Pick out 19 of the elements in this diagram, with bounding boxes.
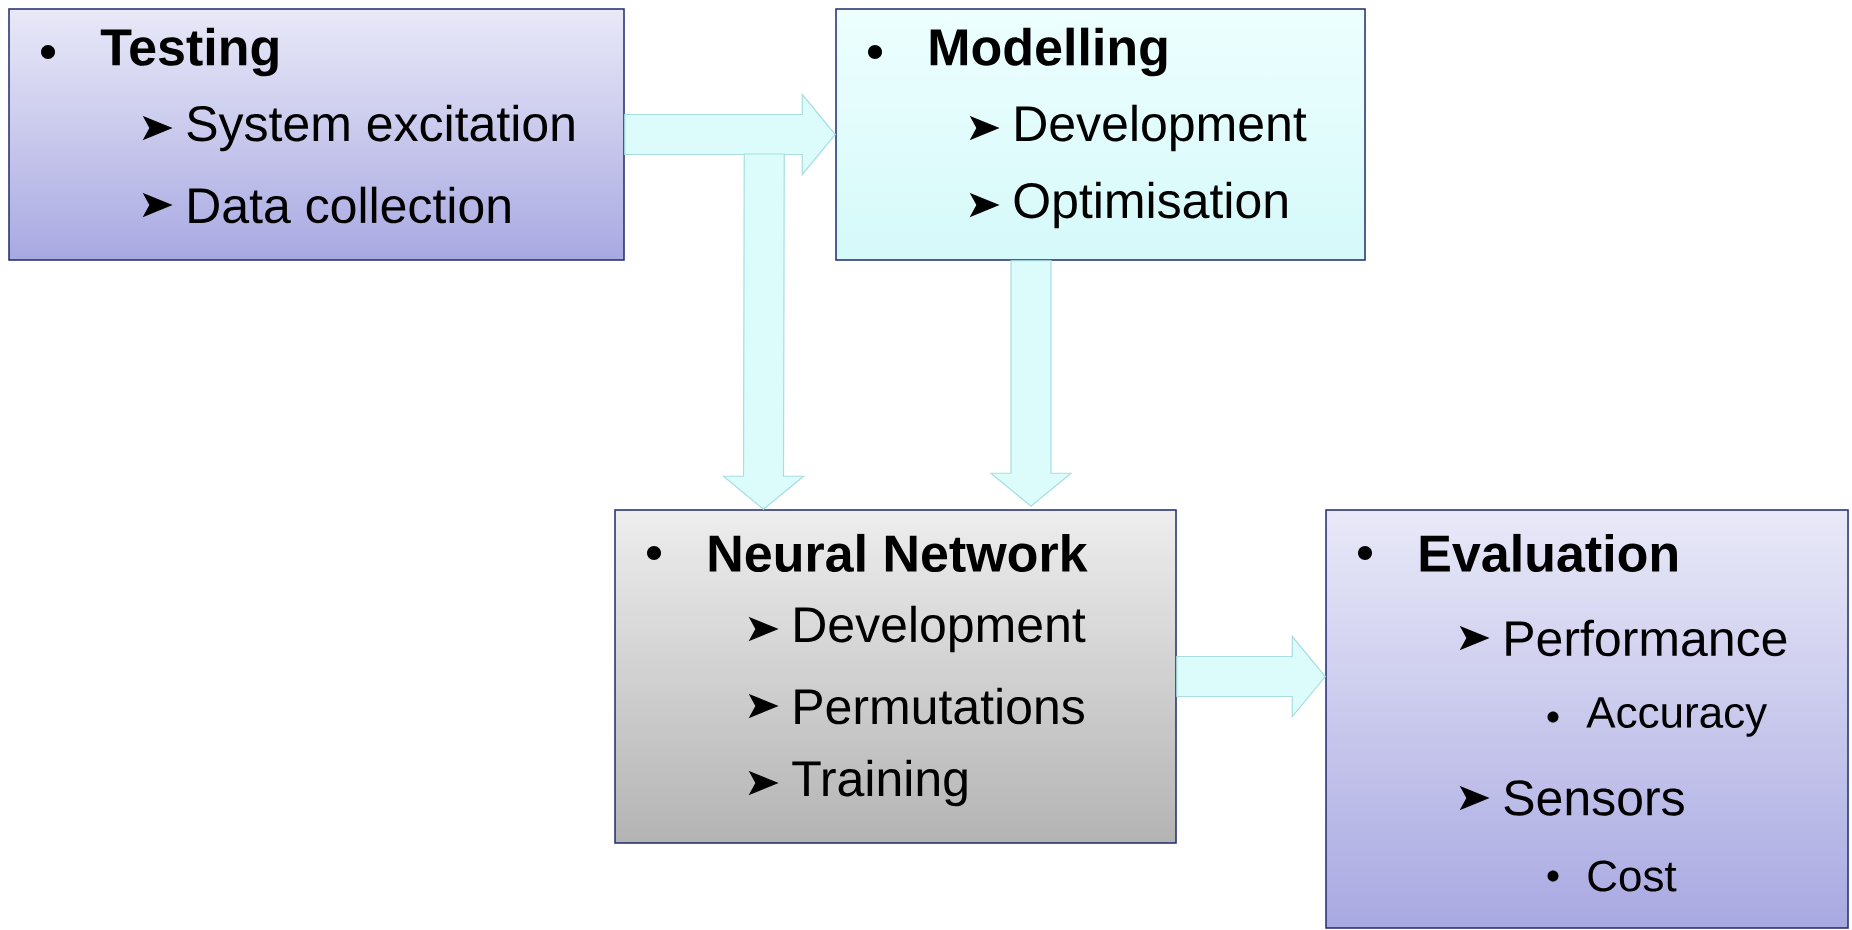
block-arrow	[989, 260, 1073, 508]
list-item: Training	[792, 759, 967, 807]
block-arrow	[624, 92, 837, 177]
list-item: Performance	[1506, 619, 1787, 657]
heading: Evaluation	[1420, 533, 1677, 573]
list-item: Development	[1016, 104, 1307, 152]
block-arrow	[1176, 634, 1327, 719]
sub-item: Cost	[1588, 860, 1677, 892]
sub-item: Accuracy	[1586, 697, 1768, 737]
list-item: Permutations	[795, 687, 1084, 725]
heading: Modelling	[930, 27, 1167, 77]
list-item: System excitation	[187, 104, 574, 152]
block-arrow	[721, 153, 806, 511]
heading: Neural Network	[709, 533, 1088, 573]
list-item: Data collection	[189, 186, 510, 224]
list-item: Sensors	[1504, 780, 1684, 816]
list-item: Development	[795, 605, 1086, 653]
list-item: Optimisation	[1014, 181, 1287, 229]
heading: Testing	[100, 27, 278, 77]
